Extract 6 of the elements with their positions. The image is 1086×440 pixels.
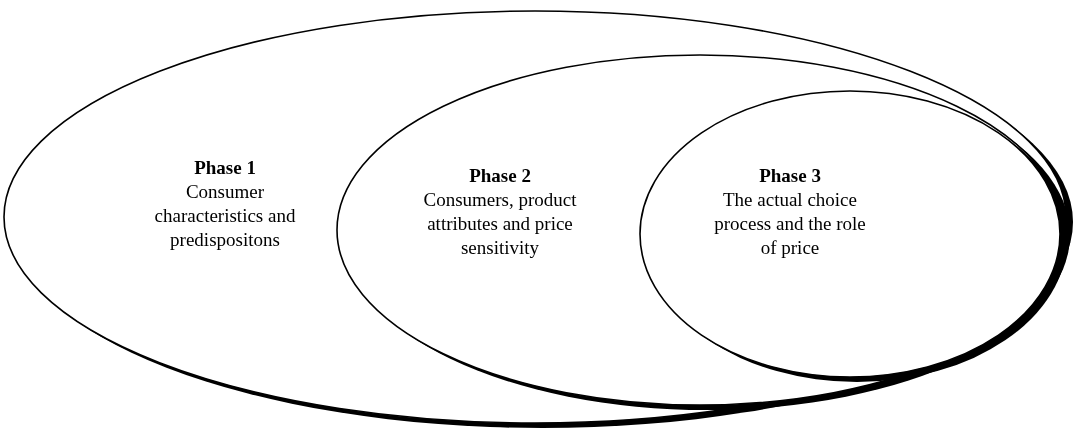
phase-description: Consumer characteristics and predispositons xyxy=(153,180,297,252)
phase-title: Phase 1 xyxy=(193,156,257,180)
phase-title: Phase 2 xyxy=(468,164,532,188)
phase-description: The actual choice process and the role of price xyxy=(713,188,867,260)
phase-title: Phase 3 xyxy=(758,164,822,188)
phase-description: Consumers, product attributes and price sensitivity xyxy=(422,188,578,260)
